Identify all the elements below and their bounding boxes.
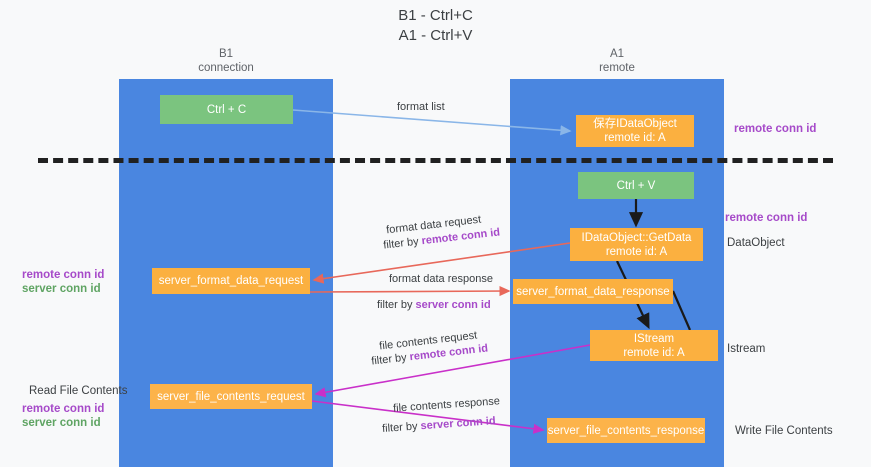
node-server-file-contents-response-label: server_file_contents_response bbox=[547, 424, 705, 437]
annotation-server-conn-id-left-1: server conn id bbox=[22, 283, 101, 295]
filter-prefix: filter by bbox=[370, 351, 411, 368]
node-save-idataobject[interactable]: 保存IDataObject remote id: A bbox=[576, 115, 694, 147]
node-ctrl-c[interactable]: Ctrl + C bbox=[160, 95, 293, 124]
node-ctrl-v-label: Ctrl + V bbox=[616, 179, 656, 192]
node-server-file-contents-request[interactable]: server_file_contents_request bbox=[150, 384, 312, 409]
annotation-remote-conn-id-left-2: remote conn id bbox=[22, 403, 105, 415]
node-server-format-data-response[interactable]: server_format_data_response bbox=[513, 279, 673, 304]
annotation-remote-conn-id-left-1: remote conn id bbox=[22, 269, 105, 281]
annotation-read-file-contents: Read File Contents bbox=[29, 385, 128, 397]
node-idataobject-getdata-line-1: IDataObject::GetData bbox=[581, 231, 692, 244]
edge-format-data-response bbox=[309, 285, 511, 297]
node-server-format-data-request-label: server_format_data_request bbox=[158, 275, 304, 287]
filter-prefix: filter by bbox=[382, 235, 423, 252]
filter-prefix: filter by bbox=[381, 420, 421, 435]
node-istream[interactable]: IStream remote id: A bbox=[590, 330, 718, 361]
node-server-file-contents-request-label: server_file_contents_request bbox=[157, 390, 305, 403]
edge-label-file-contents-response: file contents response bbox=[392, 395, 501, 415]
diagram-title-line-1: B1 - Ctrl+C bbox=[398, 7, 473, 24]
edge-label-format-data-response: format data response bbox=[389, 273, 493, 285]
filter-key-server-conn-id: server conn id bbox=[420, 415, 496, 433]
annotation-server-conn-id-left-2: server conn id bbox=[22, 417, 101, 429]
node-idataobject-getdata[interactable]: IDataObject::GetData remote id: A bbox=[570, 228, 703, 261]
lane-header-a1: A1 remote bbox=[510, 47, 724, 75]
annotation-istream: Istream bbox=[727, 343, 766, 355]
annotation-conn-ids-lower: remote conn id server conn id bbox=[22, 402, 104, 430]
node-istream-line-2: remote id: A bbox=[623, 346, 685, 359]
node-server-file-contents-response[interactable]: server_file_contents_response bbox=[547, 418, 705, 443]
filter-key-server-conn-id: server conn id bbox=[415, 299, 491, 311]
node-save-idataobject-line-1: 保存IDataObject bbox=[593, 118, 677, 130]
diagram-title-line-2: A1 - Ctrl+V bbox=[398, 27, 473, 44]
node-idataobject-getdata-line-2: remote id: A bbox=[605, 245, 668, 258]
node-istream-line-1: IStream bbox=[633, 332, 675, 345]
annotation-dataobject: DataObject bbox=[727, 237, 785, 249]
lane-header-b1: B1 connection bbox=[119, 47, 333, 75]
annotation-remote-conn-id-mid: remote conn id bbox=[725, 212, 808, 224]
annotation-remote-conn-id-top: remote conn id bbox=[734, 123, 817, 135]
edge-label-format-list: format list bbox=[397, 101, 445, 113]
phase-divider bbox=[38, 158, 833, 163]
edge-label-file-contents-response-filter: filter by server conn id bbox=[382, 414, 496, 436]
node-server-format-data-response-label: server_format_data_response bbox=[516, 285, 670, 298]
node-ctrl-v[interactable]: Ctrl + V bbox=[578, 172, 694, 199]
lane-header-b1-sub: connection bbox=[198, 62, 254, 74]
edge-label-format-data-response-filter: filter by server conn id bbox=[377, 298, 491, 312]
annotation-write-file-contents: Write File Contents bbox=[735, 425, 833, 437]
filter-prefix: filter by bbox=[377, 299, 416, 311]
lane-header-b1-name: B1 bbox=[218, 48, 234, 60]
lane-header-a1-sub: remote bbox=[599, 62, 635, 74]
lane-header-a1-name: A1 bbox=[609, 48, 625, 60]
diagram-title: B1 - Ctrl+C A1 - Ctrl+V bbox=[0, 6, 871, 46]
node-ctrl-c-label: Ctrl + C bbox=[206, 103, 247, 116]
node-server-format-data-request[interactable]: server_format_data_request bbox=[152, 268, 310, 294]
node-save-idataobject-line-2: remote id: A bbox=[604, 132, 666, 144]
annotation-conn-ids-upper: remote conn id server conn id bbox=[22, 268, 104, 296]
